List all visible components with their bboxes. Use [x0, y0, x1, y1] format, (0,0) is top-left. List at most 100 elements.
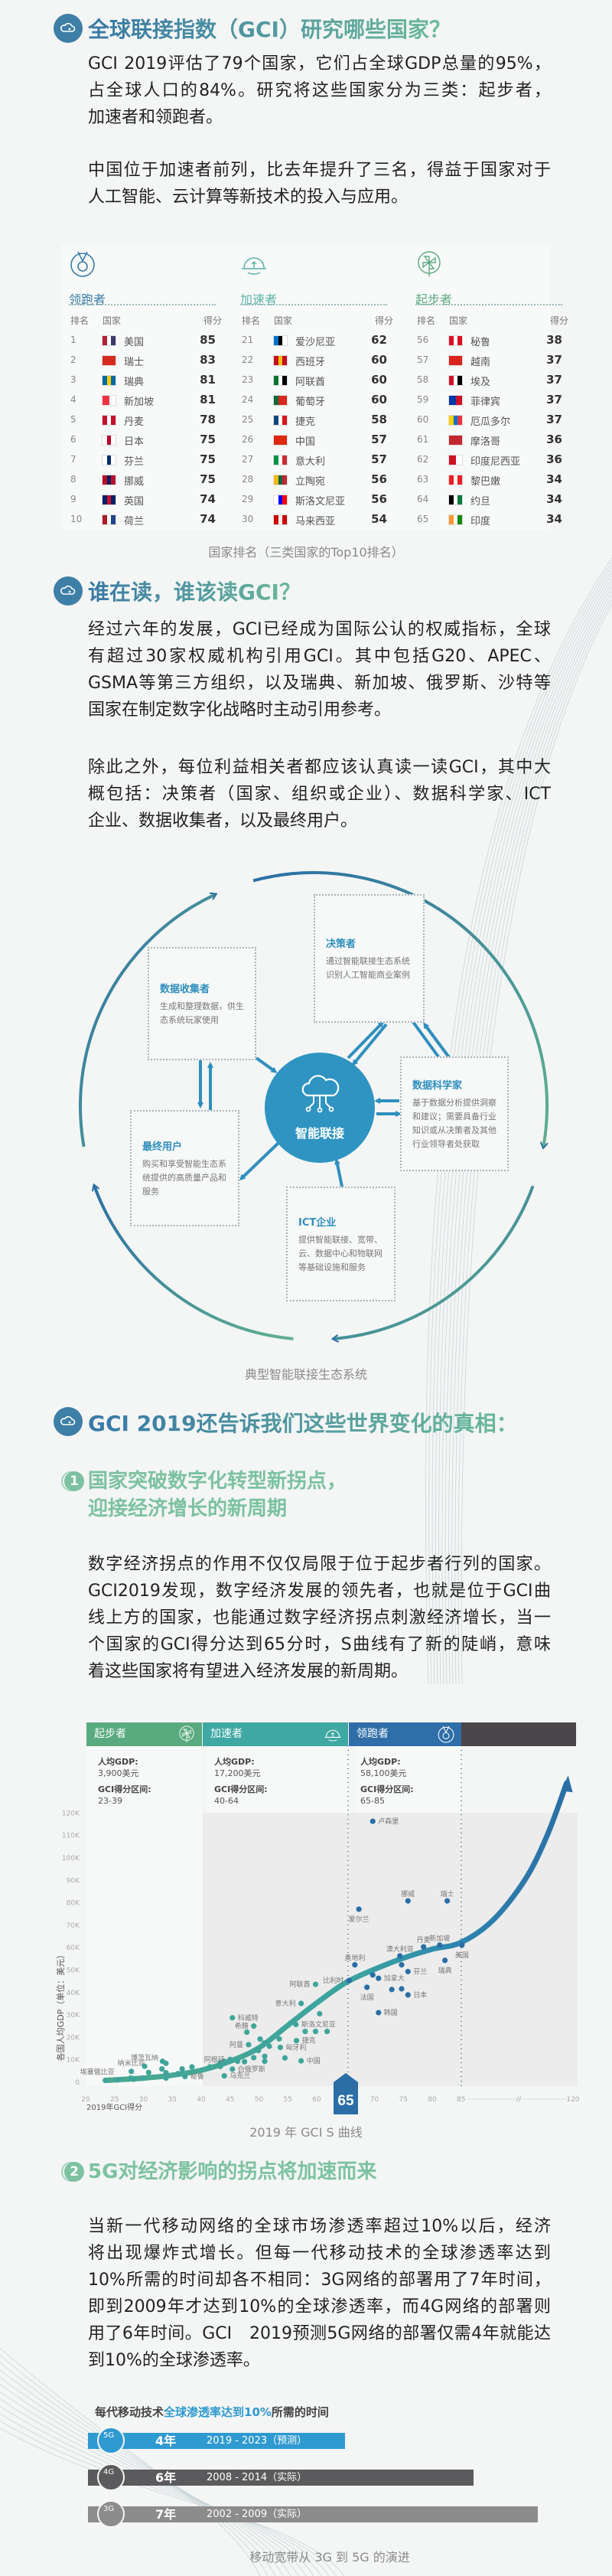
- x-tick-label: 120: [566, 2096, 579, 2104]
- rank-cell: 61: [417, 434, 429, 445]
- paragraph-line: 概包括：决策者（国家、组织或企业）、数据科学家、ICT: [88, 785, 551, 804]
- score-cell: 37: [546, 393, 562, 406]
- node-ict-companies: ICT企业 提供智能联接、宽带、云、数据中心和物联网等基础设施和服务: [286, 1187, 396, 1301]
- y-tick-label: 120K: [62, 1810, 80, 1817]
- paragraph-line: 中国位于加速者前列，比去年提升了三名，得益于国家对于: [88, 161, 551, 180]
- point-label: 中国: [307, 2056, 321, 2065]
- cloud-network-icon: [301, 1075, 340, 1113]
- point-label: 挪威: [401, 1889, 415, 1899]
- flag-icon: [103, 475, 116, 485]
- data-point: [376, 2010, 382, 2016]
- data-point: [244, 2029, 250, 2036]
- paragraph-line: 有超过30家权威机构引用GCI。其中包括G20、APEC、: [88, 647, 551, 666]
- flag-icon: [274, 376, 287, 385]
- data-point: [444, 1898, 451, 1904]
- paragraph-line: 线上方的国家，也能通过数字经济拐点刺激经济增长，当一: [88, 1608, 551, 1628]
- rank-cell: 2: [70, 354, 76, 365]
- country-cell: 捷克: [295, 416, 316, 428]
- data-point: [293, 2038, 300, 2044]
- paragraph-line: 将出现爆炸式增长。但每一代移动技术的全球渗透率达到: [88, 2244, 551, 2263]
- flag-icon: [274, 336, 287, 345]
- country-cell: 爱沙尼亚: [295, 337, 336, 348]
- point-label: 匈牙利: [285, 2042, 306, 2052]
- data-point: [405, 1992, 411, 1998]
- connection-icon: [54, 1407, 83, 1436]
- data-point: [293, 2021, 299, 2028]
- data-point: [356, 1906, 362, 1912]
- country-cell: 马来西亚: [295, 516, 336, 527]
- swirl-line: [451, 590, 612, 1685]
- x-tick-label: 75: [399, 2096, 408, 2104]
- score-cell: 36: [546, 452, 562, 466]
- generation-label: 5G: [103, 2431, 115, 2440]
- paragraph-line: GCI 2019评估了79个国家，它们占全球GDP总量的95%，: [88, 54, 551, 73]
- rank-cell: 28: [242, 474, 254, 485]
- score-cell: 57: [371, 433, 387, 446]
- swirl-line: [461, 603, 612, 1685]
- country-cell: 美国: [124, 337, 145, 348]
- paragraph-line: 企业、数据收集者，以及最终用户。: [88, 811, 358, 831]
- x-tick-label: 45: [226, 2096, 234, 2104]
- x-tick-label: 55: [284, 2096, 292, 2104]
- y-tick-label: 70K: [67, 1922, 80, 1930]
- x-tick-label: 70: [370, 2096, 379, 2104]
- data-point: [399, 1986, 405, 1992]
- point-label: 法国: [360, 1993, 374, 2002]
- x-tick-label: 25: [110, 2096, 119, 2104]
- data-point: [103, 2077, 109, 2084]
- period-label: 2019 - 2023（预测）: [207, 2435, 308, 2447]
- column-header-country: 国家: [449, 315, 468, 326]
- medal-icon: [69, 250, 96, 282]
- rank-cell: 7: [70, 454, 76, 465]
- data-point: [163, 2060, 169, 2066]
- column-header-rank: 排名: [70, 315, 90, 326]
- readers-paragraph: 经过六年的发展，GCI已经成为国际公认的权威指标，全球有超过30家权威机构引用G…: [88, 616, 551, 723]
- data-point: [405, 1968, 411, 1975]
- subsection-title: 国家突破数字化转型新拐点， 迎接经济增长的新周期: [88, 1468, 347, 1523]
- point-label: 丹麦: [417, 1935, 431, 1944]
- swirl-line: [0, 2391, 307, 2576]
- paragraph-line: 到10%的全球渗透率。: [88, 2351, 260, 2370]
- node-description: 提供智能联接、宽带、云、数据中心和物联网等基础设施和服务: [298, 1234, 382, 1272]
- paragraph-line: GSMA等第三方组织，以及瑞典、新加坡、俄罗斯、沙特等: [88, 674, 551, 693]
- country-cell: 印度尼西亚: [470, 456, 521, 468]
- data-point: [276, 2036, 282, 2042]
- swirl-line: [438, 573, 612, 1685]
- flow-arrow: [347, 1020, 385, 1059]
- score-cell: 60: [371, 393, 387, 406]
- data-point: [256, 2047, 262, 2054]
- rank-cell: 29: [242, 494, 254, 504]
- category-band-0: 起步者: [86, 1722, 202, 1746]
- flow-arrow: [352, 1023, 388, 1066]
- info-gdp: 58,100美元: [360, 1768, 407, 1778]
- intro-paragraph: GCI 2019评估了79个国家，它们占全球GDP总量的95%，占全球人口的84…: [88, 51, 551, 131]
- pinwheel-icon: [177, 1725, 196, 1753]
- rank-cell: 57: [417, 354, 429, 365]
- pinwheel-icon: [415, 250, 443, 282]
- data-point: [277, 2044, 284, 2051]
- score-cell: 81: [200, 373, 216, 387]
- column-header-rank: 排名: [242, 315, 261, 326]
- point-label: 瑞典: [438, 1966, 452, 1975]
- country-cell: 立陶宛: [295, 476, 326, 488]
- swirl-line: [428, 561, 612, 1685]
- y-tick-label: 110K: [62, 1833, 80, 1840]
- country-cell: 英国: [124, 496, 145, 508]
- score-cell: 60: [371, 353, 387, 367]
- score-cell: 75: [200, 452, 216, 466]
- country-cell: 埃及: [470, 377, 491, 388]
- flag-icon: [103, 396, 116, 405]
- y-axis-label: 各国人均GDP（单位：美元）: [55, 1951, 66, 2062]
- point-label: 博茨瓦纳: [131, 2053, 158, 2062]
- data-point: [262, 2059, 268, 2065]
- data-point: [266, 2043, 272, 2049]
